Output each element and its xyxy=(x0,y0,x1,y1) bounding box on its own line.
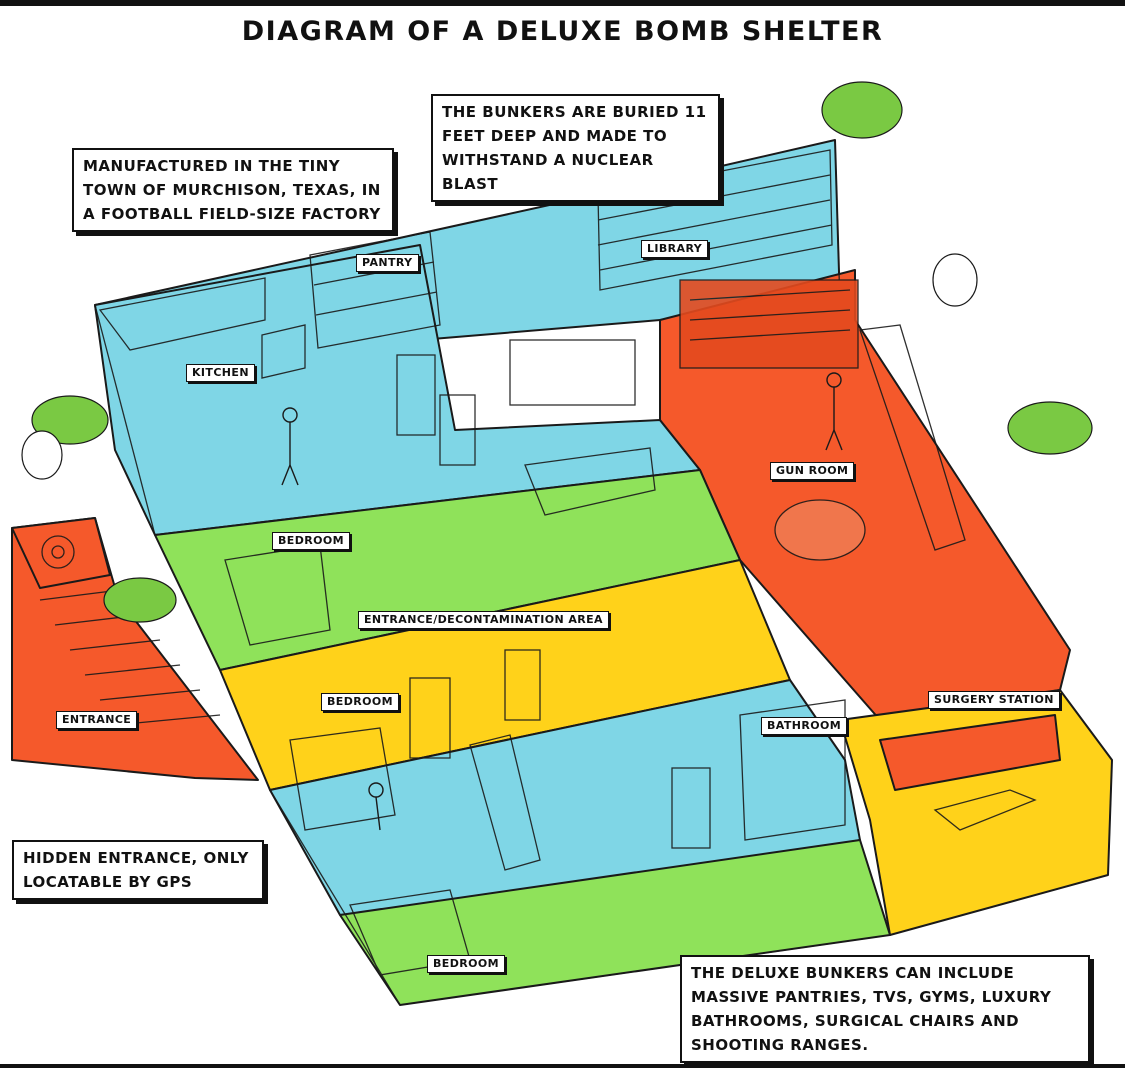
callout-buried: The bunkers are buried 11 feet deep and … xyxy=(431,94,720,202)
room-label-surgery-station: Surgery Station xyxy=(928,691,1060,709)
bottom-border xyxy=(0,1064,1125,1068)
room-label-entrance-decon: Entrance/Decontamination Area xyxy=(358,611,609,629)
room-label-gun-room: Gun Room xyxy=(770,462,855,480)
room-label-library: Library xyxy=(641,240,709,258)
surgery-cabinet xyxy=(879,714,1061,791)
room-label-kitchen: Kitchen xyxy=(186,364,255,382)
callout-deluxe-features: The deluxe bunkers can include massive p… xyxy=(680,955,1090,1063)
boulder xyxy=(21,430,63,480)
callout-hidden-entrance: Hidden entrance, only locatable by GPS xyxy=(12,840,264,900)
diagram-title: Diagram of a Deluxe Bomb Shelter xyxy=(241,16,884,47)
shrub xyxy=(821,81,903,139)
room-label-bedroom-3: Bedroom xyxy=(427,955,505,973)
shrub xyxy=(1007,401,1093,455)
boulder xyxy=(932,253,978,307)
entrance-hatch xyxy=(11,517,111,589)
room-label-bedroom-2: Bedroom xyxy=(321,693,399,711)
room-label-bathroom: Bathroom xyxy=(761,717,848,735)
room-label-bedroom-1: Bedroom xyxy=(272,532,350,550)
room-label-entrance: Entrance xyxy=(56,711,138,729)
callout-manufactured: Manufactured in the tiny town of Murchis… xyxy=(72,148,394,232)
top-border xyxy=(0,0,1125,6)
room-label-pantry: Pantry xyxy=(356,254,419,272)
shrub xyxy=(31,395,109,445)
shrub xyxy=(103,577,177,623)
